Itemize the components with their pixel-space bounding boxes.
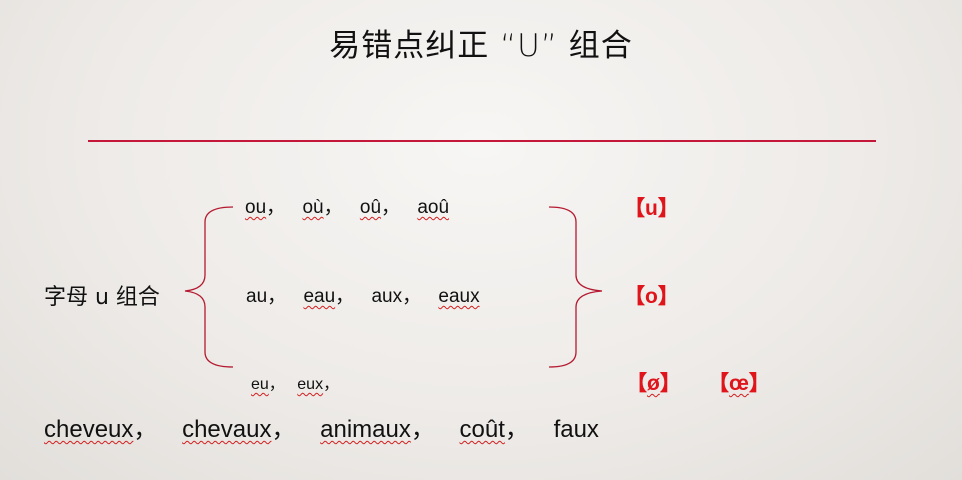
grapheme: où: [302, 197, 324, 218]
grapheme: eaux: [438, 286, 480, 307]
grapheme: eu: [251, 376, 269, 393]
phoneme-oe: 【œ】: [708, 372, 770, 395]
title-divider: [88, 140, 876, 142]
grapheme: ou: [245, 197, 267, 218]
right-brace: [548, 206, 603, 368]
example-word: faux: [553, 416, 599, 443]
grapheme: aoû: [417, 197, 450, 218]
left-brace: [184, 206, 234, 368]
example-words: cheveux， chevaux， animaux， coût， faux: [44, 416, 599, 443]
group-label: 字母 u 组合: [44, 285, 160, 310]
group-row-2: au， eau， aux， eaux: [246, 286, 480, 307]
grapheme: aux: [371, 286, 403, 307]
example-word: cheveux: [44, 416, 134, 443]
grapheme: au: [246, 286, 268, 307]
phoneme-o-slash: 【ø】: [626, 372, 681, 395]
example-word: chevaux: [182, 416, 272, 443]
group-row-1: ou， où， oû， aoû: [245, 197, 450, 218]
page-title: 易错点纠正 “U” 组合: [329, 28, 633, 64]
grapheme: oû: [359, 197, 382, 218]
phoneme-u: 【u】: [624, 197, 679, 220]
grapheme: eau: [303, 286, 336, 307]
example-word: coût: [459, 416, 505, 443]
group-row-3: eu， eux，: [251, 376, 340, 393]
phoneme-o: 【o】: [624, 285, 679, 308]
example-word: animaux: [320, 416, 411, 443]
grapheme: eux: [297, 376, 324, 393]
